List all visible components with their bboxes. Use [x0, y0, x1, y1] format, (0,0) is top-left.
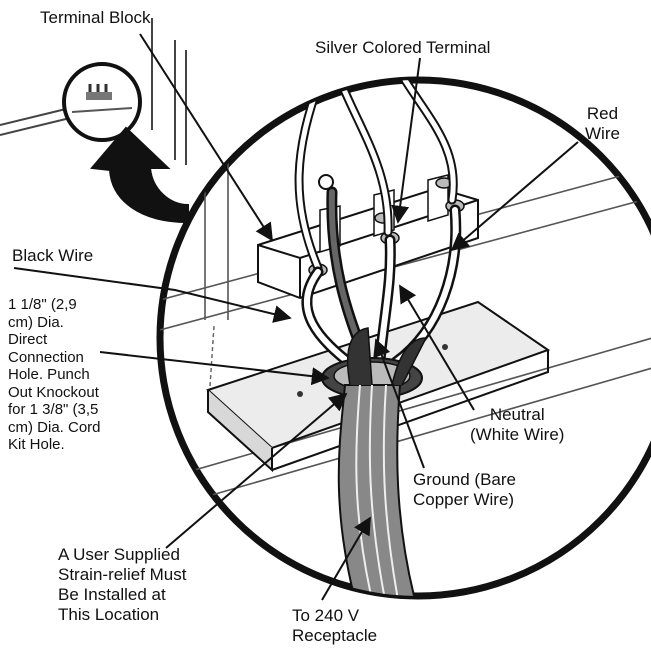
label-knockout-hole: 1 1/8" (2,9 cm) Dia. Direct Connection H… — [8, 296, 101, 453]
inset-magnifier — [62, 62, 142, 142]
label-ground: Ground (Bare Copper Wire) — [413, 470, 516, 509]
power-cord — [337, 327, 428, 596]
upper-wires — [294, 80, 458, 273]
label-red-wire: Red Wire — [585, 104, 620, 143]
magnified-view — [156, 76, 651, 600]
label-receptacle: To 240 V Receptacle — [292, 606, 378, 645]
label-strain-relief: A User Supplied Strain-relief Must Be In… — [58, 545, 187, 624]
label-terminal-block: Terminal Block — [40, 8, 151, 27]
label-black-wire: Black Wire — [12, 246, 94, 265]
callout-arrow — [90, 126, 189, 224]
label-neutral: Neutral (White Wire) — [470, 405, 565, 444]
leader-lines — [13, 33, 579, 601]
label-silver-terminal: Silver Colored Terminal — [315, 38, 491, 57]
